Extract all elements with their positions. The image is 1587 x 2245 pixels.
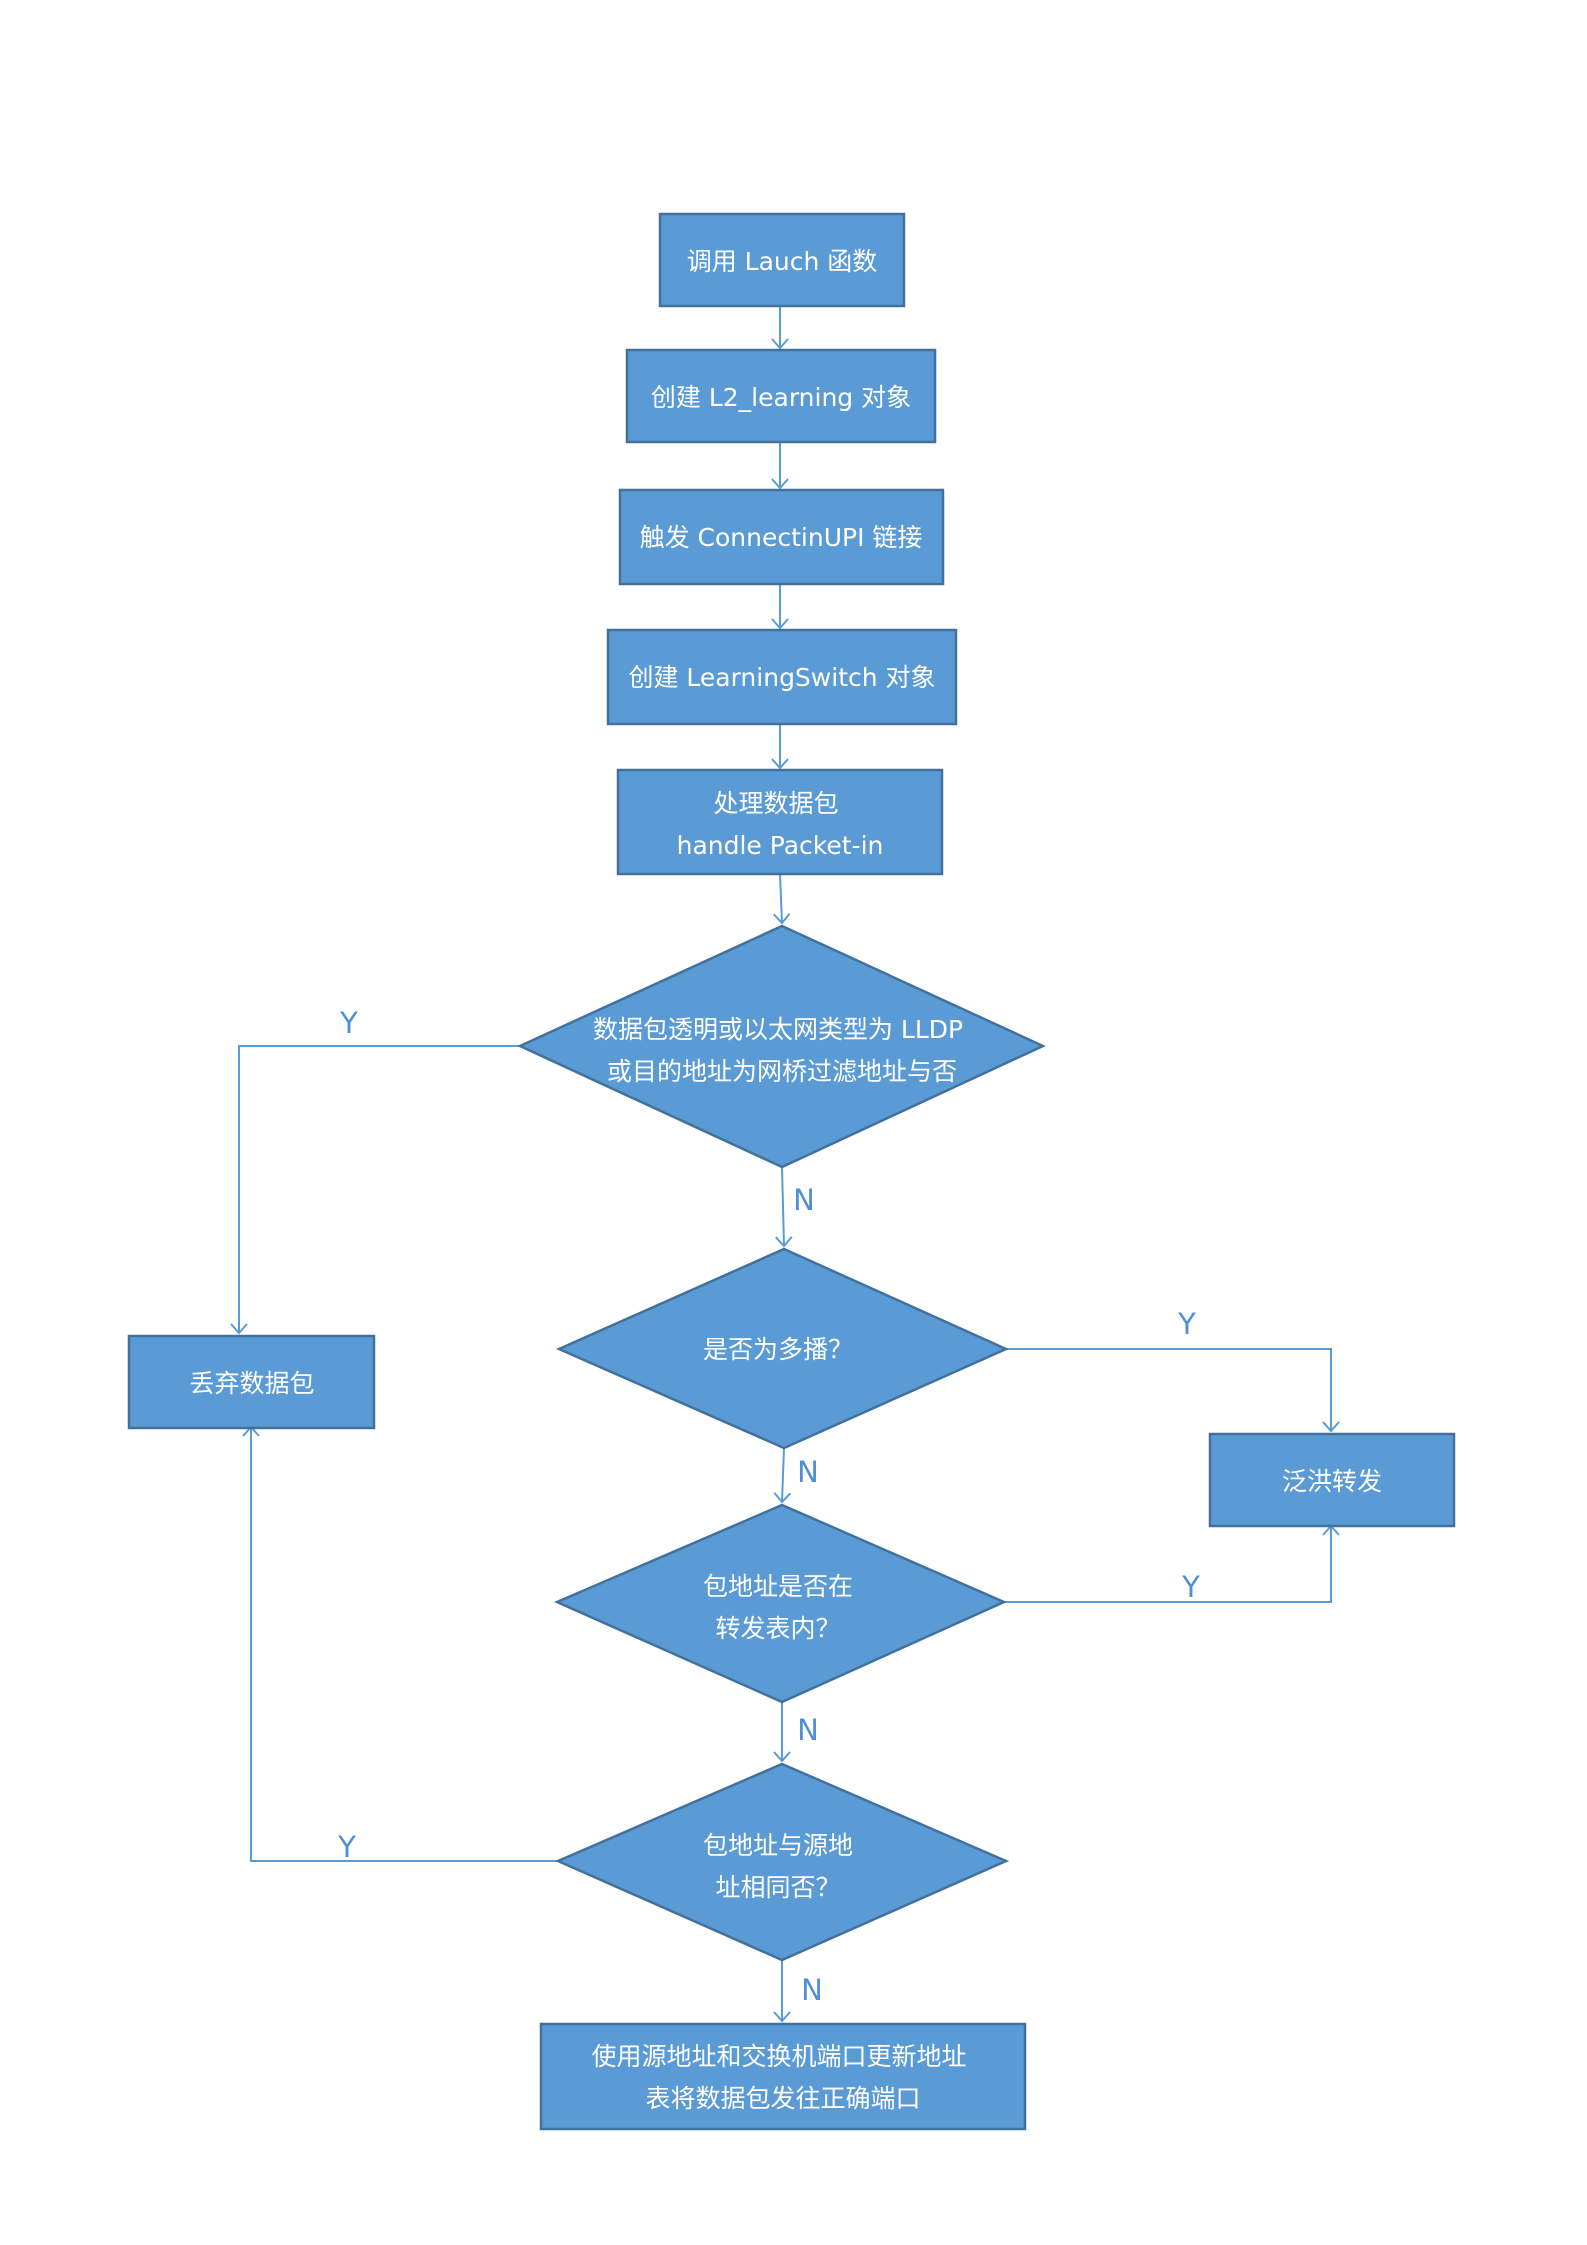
edge-multicast-yes-to-flood — [1006, 1348, 1340, 1433]
edge-handle-to-lldp — [772, 873, 791, 925]
node-handle-packet: 处理数据包 handle Packet-in — [616, 768, 944, 876]
node-drop-packet: 丢弃数据包 — [127, 1334, 376, 1430]
decision-multicast: 是否为多播？ — [555, 1247, 1010, 1450]
edge-multicast-to-table — [773, 1447, 792, 1504]
node-trigger-connection-text: 触发 ConnectinUPI 链接 — [640, 523, 923, 552]
node-flood-text: 泛洪转发 — [1282, 1467, 1382, 1496]
node-create-l2-text: 创建 L2_learning 对象 — [651, 383, 911, 412]
edge-lldp-yes-to-drop — [230, 1045, 520, 1335]
label-lldp-no: N — [793, 1183, 815, 1217]
edge-labels: Y N Y N Y N Y N — [337, 1006, 1200, 2007]
node-create-switch: 创建 LearningSwitch 对象 — [606, 628, 958, 726]
decision-same-source-text: 包地址与源地 址相同否？ — [703, 1831, 861, 1902]
node-flood: 泛洪转发 — [1208, 1432, 1456, 1528]
node-drop-packet-text: 丢弃数据包 — [189, 1369, 314, 1398]
edge-same-yes-to-drop — [242, 1425, 558, 1862]
decision-in-table-text: 包地址是否在 转发表内？ — [703, 1572, 861, 1643]
label-same-yes: Y — [337, 1830, 356, 1864]
label-multicast-no: N — [797, 1455, 819, 1489]
label-lldp-yes: Y — [339, 1006, 358, 1040]
label-multicast-yes: Y — [1177, 1307, 1196, 1341]
decision-lldp: 数据包透明或以太网类型为 LLDP 或目的地址为网桥过滤地址与否 — [517, 924, 1046, 1169]
edge-lldp-to-multicast — [775, 1166, 793, 1248]
decision-same-source: 包地址与源地 址相同否？ — [554, 1762, 1010, 1962]
label-table-yes: Y — [1181, 1570, 1200, 1604]
label-table-no: N — [797, 1713, 819, 1747]
node-trigger-connection: 触发 ConnectinUPI 链接 — [618, 488, 945, 586]
node-launch-text: 调用 Lauch 函数 — [687, 247, 878, 276]
node-update-forward: 使用源地址和交换机端口更新地址 表将数据包发往正确端口 — [539, 2022, 1027, 2131]
edges — [230, 306, 1340, 2023]
edge-table-yes-to-flood — [1004, 1524, 1340, 1603]
decision-multicast-text: 是否为多播？ — [703, 1335, 853, 1364]
decision-in-table: 包地址是否在 转发表内？ — [553, 1503, 1008, 1704]
node-launch: 调用 Lauch 函数 — [658, 212, 906, 308]
node-handle-packet-text: 处理数据包 handle Packet-in — [677, 789, 884, 860]
node-create-switch-text: 创建 LearningSwitch 对象 — [628, 663, 935, 692]
node-update-forward-text: 使用源地址和交换机端口更新地址 表将数据包发往正确端口 — [592, 2042, 975, 2113]
label-same-no: N — [801, 1973, 823, 2007]
decision-lldp-text: 数据包透明或以太网类型为 LLDP 或目的地址为网桥过滤地址与否 — [593, 1015, 971, 1086]
node-create-l2: 创建 L2_learning 对象 — [625, 348, 937, 444]
